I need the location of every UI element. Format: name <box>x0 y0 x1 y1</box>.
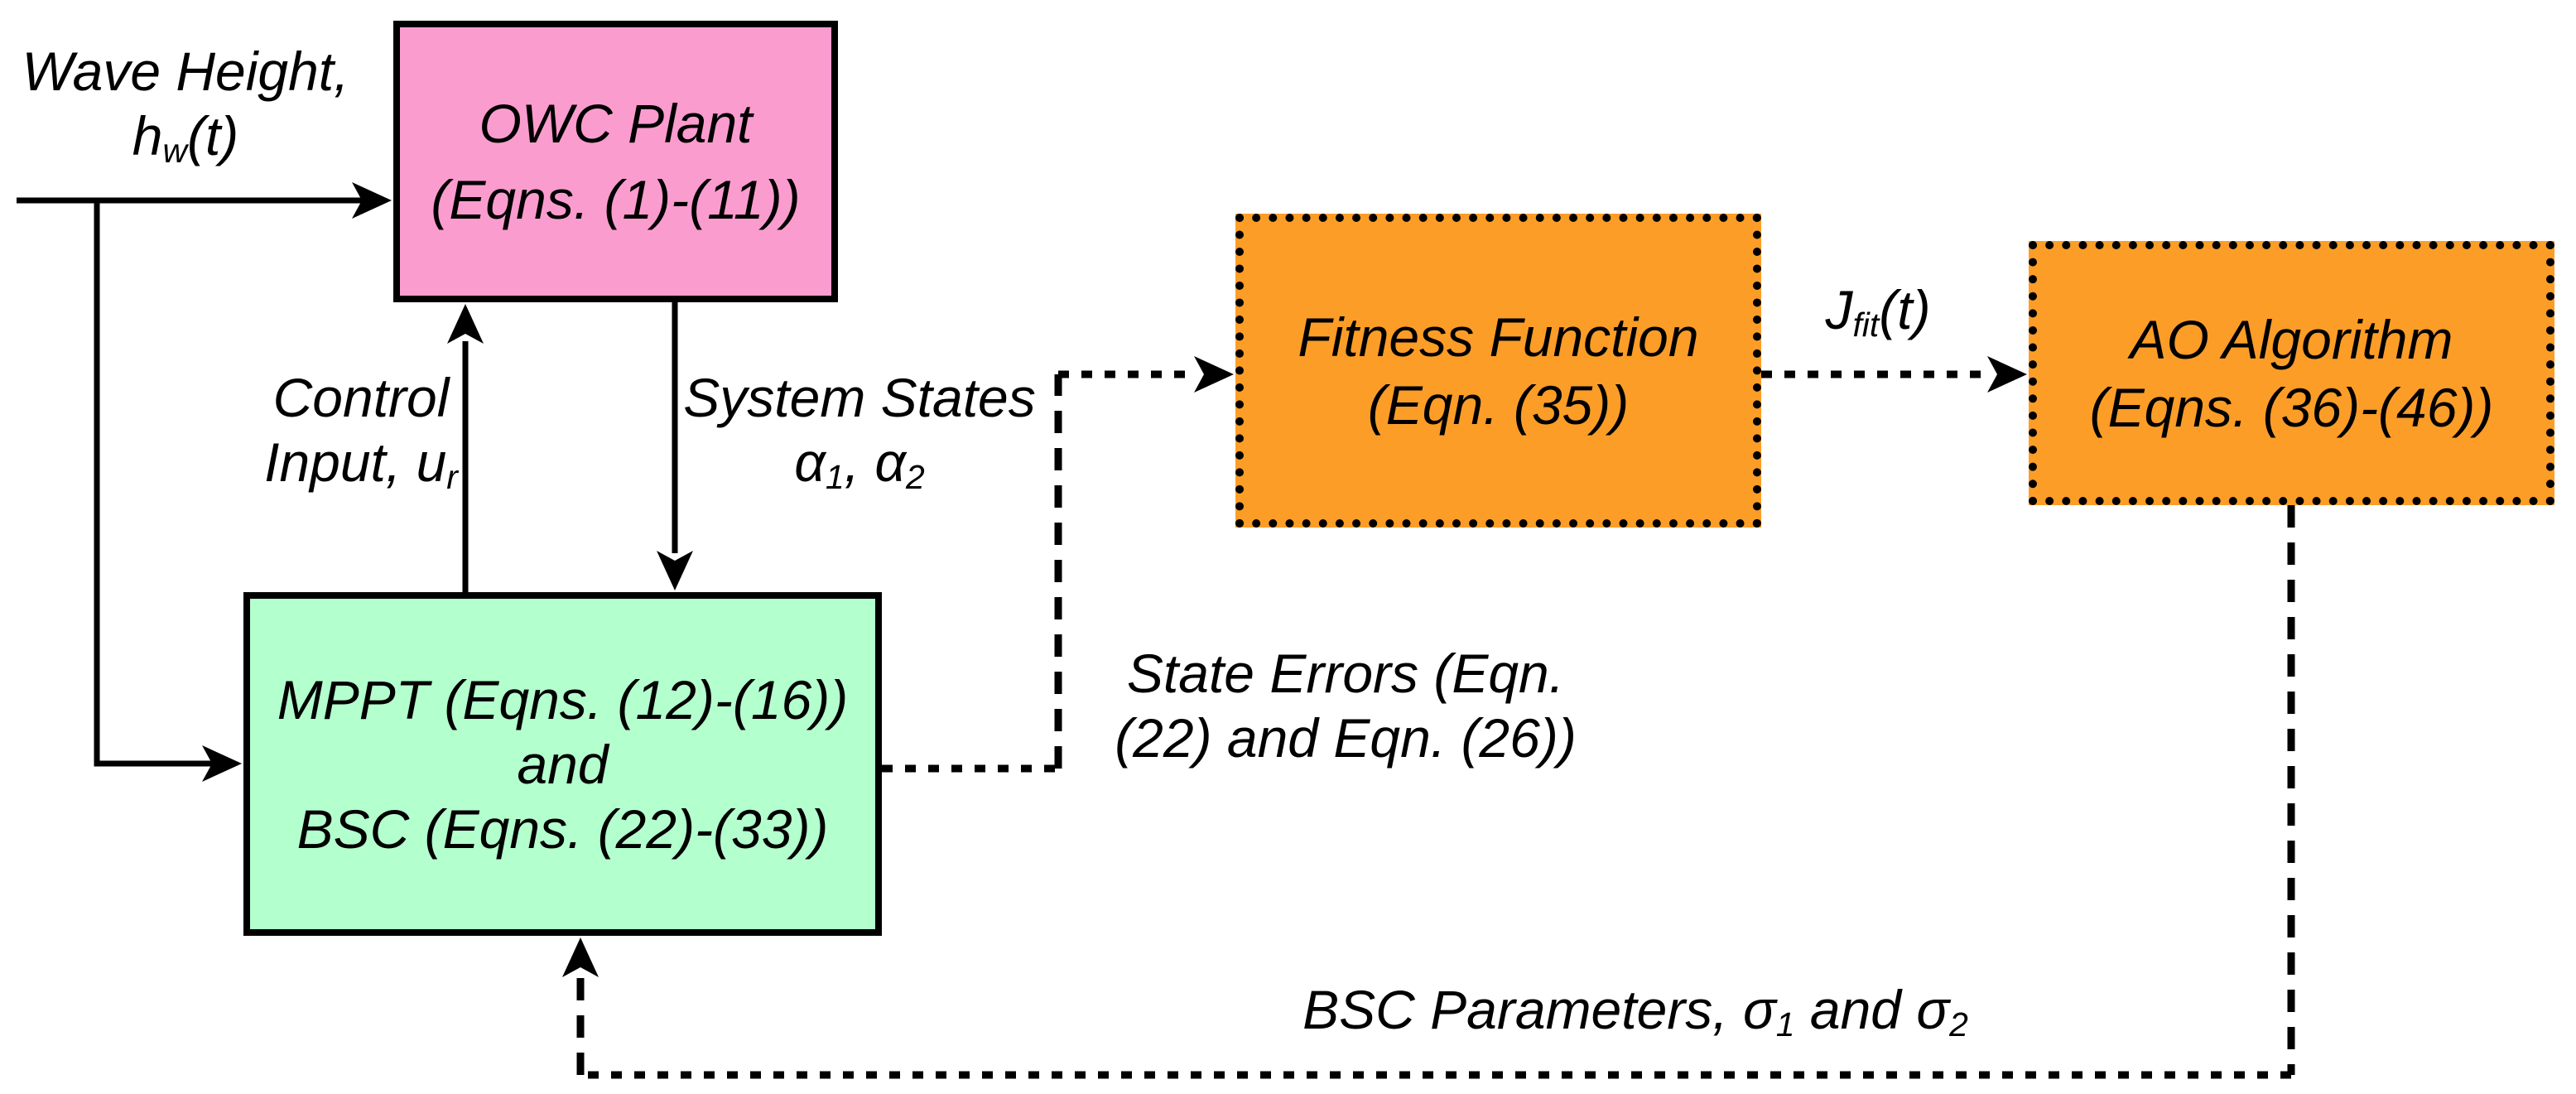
and-line: and <box>517 733 609 795</box>
wave-height-branch-line <box>94 200 230 767</box>
mppt-line: MPPT (Eqns. (12)-(16)) <box>277 668 849 730</box>
state-errors-label-line1: State Errors (Eqn. <box>1126 643 1565 704</box>
bsc-parameters-label: BSC Parameters, σ1 and σ2 <box>1302 979 1968 1043</box>
jfit-label: Jfit(t) <box>1825 279 1931 344</box>
mppt-bsc-box: MPPT (Eqns. (12)-(16)) and BSC (Eqns. (2… <box>243 592 882 936</box>
system-states-label: System States α1, α2 <box>683 365 1036 509</box>
system-states-label-line1: System States <box>683 367 1036 428</box>
arrowhead-into-ao <box>1987 356 2027 393</box>
arrowhead-into-mppt-top <box>657 551 693 590</box>
control-input-label: Control Input, ur <box>264 365 458 509</box>
solid-connectors <box>17 197 678 767</box>
control-input-label-line1: Control <box>272 367 450 428</box>
ao-title: AO Algorithm <box>2130 308 2453 370</box>
arrowhead-into-owc <box>352 182 392 219</box>
wave-height-label: Wave Height, hw(t) <box>22 39 349 183</box>
arrowheads <box>202 182 2027 977</box>
arrowhead-into-mppt-left <box>202 745 242 782</box>
state-errors-label-line2: (22) and Eqn. (26)) <box>1115 707 1577 769</box>
fitness-function-box: Fitness Function (Eqn. (35)) <box>1235 214 1761 528</box>
owc-plant-title: OWC Plant <box>479 93 753 154</box>
dotted-connectors <box>580 370 2291 1079</box>
wave-height-label-line2: hw(t) <box>132 105 239 170</box>
bsc-line: BSC (Eqns. (22)-(33)) <box>296 798 829 860</box>
fitness-eqn: (Eqn. (35)) <box>1367 374 1630 436</box>
state-errors-label: State Errors (Eqn. (22) and Eqn. (26)) <box>1115 641 1577 770</box>
ao-algorithm-box: AO Algorithm (Eqns. (36)-(46)) <box>2029 241 2554 505</box>
dashed-connectors <box>576 374 2295 1075</box>
ao-eqns: (Eqns. (36)-(46)) <box>2089 376 2494 438</box>
wave-height-label-line1: Wave Height, <box>22 41 349 102</box>
owc-plant-box: OWC Plant (Eqns. (1)-(11)) <box>393 21 838 302</box>
owc-plant-eqns: (Eqns. (1)-(11)) <box>431 169 801 230</box>
arrowhead-into-fitness <box>1194 356 1234 393</box>
arrowhead-into-mppt-bottom <box>562 937 599 977</box>
control-input-label-line2: Input, ur <box>264 431 458 496</box>
fitness-title: Fitness Function <box>1298 306 1699 368</box>
system-states-label-line2: α1, α2 <box>794 431 925 496</box>
arrowhead-into-owc-bottom <box>447 304 484 344</box>
